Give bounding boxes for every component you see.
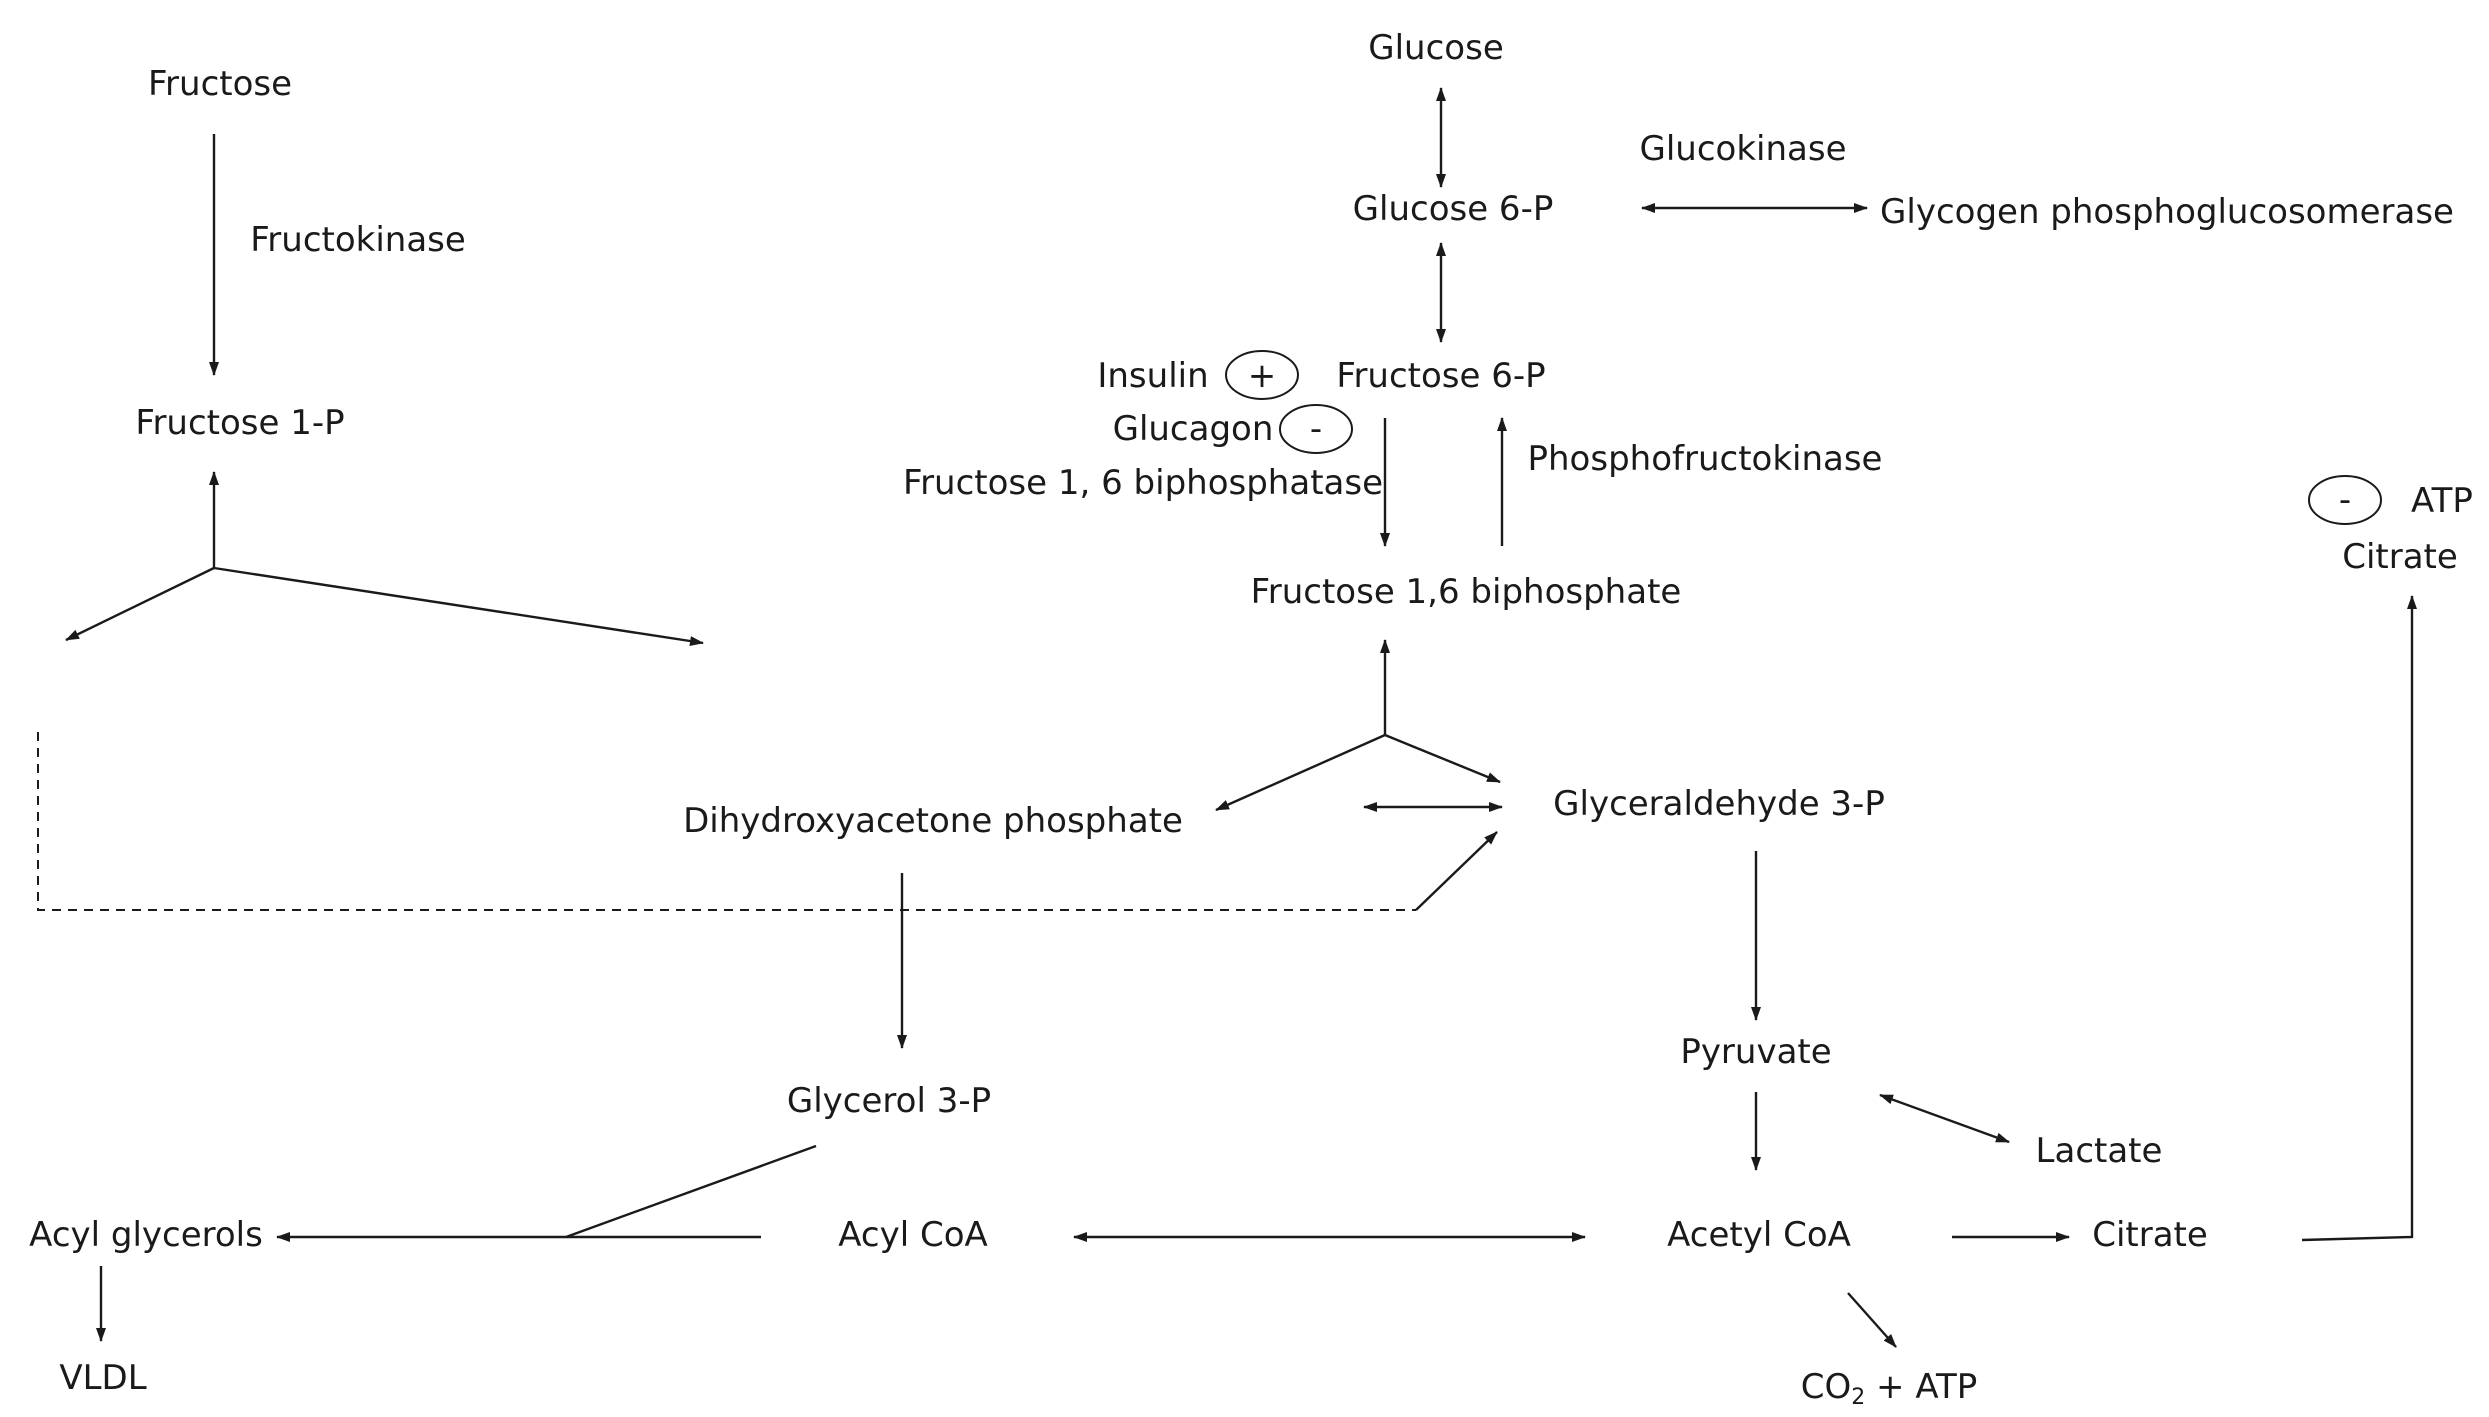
fructose-16-biphosphatase-label: Fructose 1, 6 biphosphatase bbox=[903, 463, 1383, 503]
insulin-label: Insulin bbox=[1097, 356, 1208, 396]
dashed-connector bbox=[37, 732, 1416, 911]
arrow-split-to-dhap bbox=[1215, 733, 1386, 812]
line-glycerol-3p-join bbox=[565, 1144, 817, 1239]
lactate-label: Lactate bbox=[2036, 1131, 2163, 1171]
acyl-glycerols-label: Acyl glycerols bbox=[29, 1215, 263, 1255]
arrow-acetyl-coa-to-co2 bbox=[1847, 1292, 1897, 1348]
phosphofructokinase-label: Phosphofructokinase bbox=[1528, 439, 1883, 479]
citrate-label: Citrate bbox=[2092, 1215, 2208, 1255]
dihydroxyacetone-phosphate-label: Dihydroxyacetone phosphate bbox=[683, 801, 1183, 841]
svg-text:-: - bbox=[1310, 409, 1322, 449]
glucose-label: Glucose bbox=[1368, 28, 1503, 68]
pyruvate-label: Pyruvate bbox=[1680, 1032, 1831, 1072]
fructose-label: Fructose bbox=[148, 64, 292, 104]
glucokinase-label: Glucokinase bbox=[1640, 129, 1847, 169]
glyceraldehyde-3p-label: Glyceraldehyde 3-P bbox=[1553, 784, 1885, 824]
arrow-split-left bbox=[65, 566, 215, 642]
glucagon-label: Glucagon bbox=[1113, 409, 1274, 449]
fructose-16-biphosphate-label: Fructose 1,6 biphosphate bbox=[1251, 572, 1682, 612]
co2-atp-label: CO2 + ATP bbox=[1801, 1367, 1978, 1410]
arrow-split-to-glyceraldehyde bbox=[1384, 733, 1501, 784]
arrow-pyruvate-lactate bbox=[1879, 1093, 2010, 1144]
svg-text:-: - bbox=[2339, 480, 2351, 520]
glycogen-phosphoglucosomerase-label: Glycogen phosphoglucosomerase bbox=[1880, 192, 2454, 232]
atp-top-label: ATP bbox=[2411, 481, 2473, 521]
glycerol-3p-label: Glycerol 3-P bbox=[787, 1081, 991, 1121]
fructose-1p-label: Fructose 1-P bbox=[135, 403, 344, 443]
arrow-split-right bbox=[213, 566, 704, 646]
glucagon-inhibitor-badge: - bbox=[1279, 404, 1353, 454]
insulin-activator-badge: + bbox=[1225, 350, 1299, 400]
fructose-6p-label: Fructose 6-P bbox=[1336, 356, 1545, 396]
citrate-top-label: Citrate bbox=[2342, 537, 2458, 577]
arrow-citrate-to-citrate-top bbox=[2301, 595, 2417, 1242]
svg-text:+: + bbox=[1248, 356, 1277, 396]
vldl-label: VLDL bbox=[59, 1358, 146, 1398]
glucose-6p-label: Glucose 6-P bbox=[1353, 189, 1554, 229]
fructokinase-label: Fructokinase bbox=[250, 220, 466, 260]
acetyl-coa-label: Acetyl CoA bbox=[1667, 1215, 1851, 1255]
arrow-dashed-to-glyceraldehyde bbox=[1415, 831, 1498, 911]
atp-inhibitor-badge: - bbox=[2308, 475, 2382, 525]
acyl-coa-label: Acyl CoA bbox=[838, 1215, 988, 1255]
